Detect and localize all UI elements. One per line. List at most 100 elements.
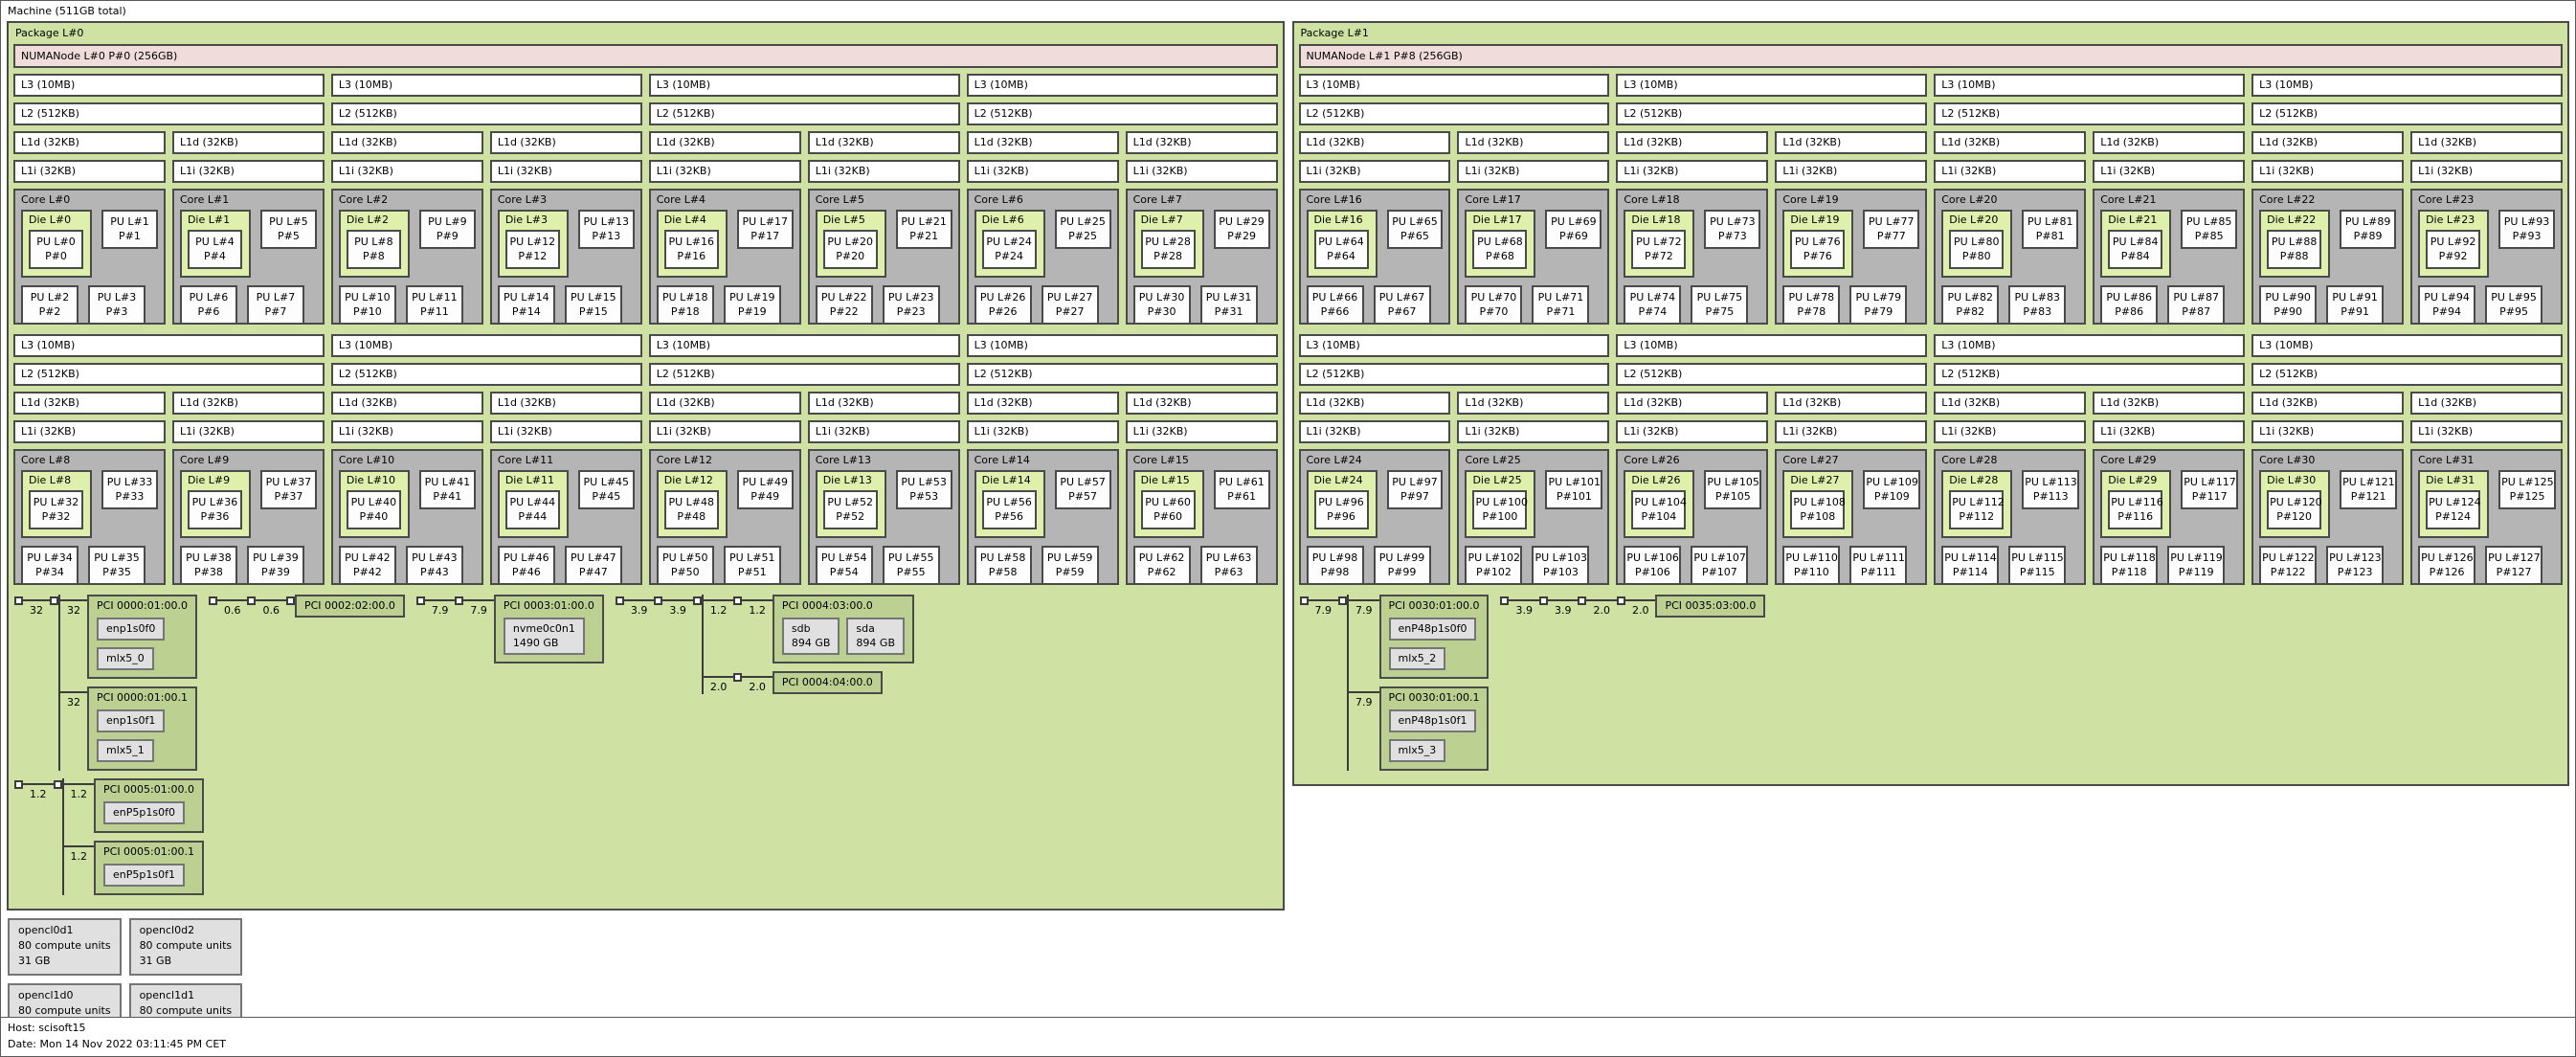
core-label: Core L#26	[1624, 454, 1680, 466]
pu-label: PU L#86	[2106, 291, 2152, 304]
pci-link-square	[247, 596, 257, 605]
pu-label: PU L#14	[504, 291, 549, 304]
pu-label: PU L#29	[1219, 215, 1265, 228]
pci-link-speed-label: 3.9	[623, 599, 655, 617]
pu-label: PU L#95	[2491, 291, 2537, 304]
cache-l1d: L1d (32KB)	[1616, 131, 1769, 154]
pu-label: P#89	[2353, 230, 2383, 242]
pu-label: PU L#116	[2111, 496, 2163, 508]
die-label: Die L#9	[187, 474, 231, 486]
pu-label: P#37	[274, 490, 303, 503]
pci-link-speed-label: 7.9	[1349, 691, 1379, 708]
core-label: Core L#19	[1782, 193, 1839, 206]
pu-label: P#85	[2194, 230, 2224, 242]
os-device-label: 894 GB	[791, 637, 831, 649]
pu-label: P#48	[677, 510, 706, 523]
cache-l3-row: L3 (10MB)L3 (10MB)L3 (10MB)L3 (10MB)	[13, 334, 1278, 357]
pu-label: P#92	[2438, 250, 2468, 262]
pu-label: PU L#55	[887, 551, 934, 564]
pu-label: PU L#25	[1060, 215, 1106, 228]
pu-label: PU L#117	[2184, 476, 2236, 488]
pu-label: P#116	[2117, 510, 2154, 523]
cache-l1d: L1d (32KB)	[330, 392, 483, 415]
pu-label: PU L#82	[1947, 291, 1994, 304]
pu-label: P#123	[2337, 566, 2373, 578]
cache-l2: L2 (512KB)	[1616, 102, 1928, 125]
cache-l1i: L1i (32KB)	[1125, 420, 1278, 443]
core-label: Core L#14	[974, 454, 1030, 466]
cache-l1i-row: L1i (32KB)L1i (32KB)L1i (32KB)L1i (32KB)…	[13, 420, 1278, 443]
cache-l1d: L1d (32KB)	[966, 392, 1119, 415]
pu-label: PU L#39	[253, 551, 299, 564]
os-device-label: mlx5_1	[106, 744, 145, 756]
opencl-name: opencl0d2	[139, 924, 195, 936]
pu-label: PU L#19	[728, 291, 775, 304]
cache-l1i: L1i (32KB)	[13, 160, 166, 183]
pu-label: P#20	[836, 250, 865, 262]
pu-label: P#120	[2276, 510, 2313, 523]
os-device-label: 1490 GB	[512, 637, 559, 649]
core-label: Core L#17	[1465, 193, 1521, 206]
core-label: Core L#0	[21, 193, 71, 206]
pu-label: PU L#89	[2344, 215, 2391, 228]
die-label: Die L#0	[29, 214, 72, 226]
cache-l1i: L1i (32KB)	[2251, 420, 2405, 443]
cache-l2-row: L2 (512KB)L2 (512KB)L2 (512KB)L2 (512KB)	[1298, 102, 2563, 125]
pu-label: PU L#85	[2185, 215, 2232, 228]
pu-label: PU L#3	[97, 291, 137, 304]
pu-label: P#117	[2191, 490, 2228, 503]
cache-l3-row: L3 (10MB)L3 (10MB)L3 (10MB)L3 (10MB)	[1298, 74, 2563, 97]
cache-l1d: L1d (32KB)	[2093, 131, 2246, 154]
pci-link-speed-label: 0.6	[216, 599, 248, 617]
pci-link-square	[14, 780, 23, 789]
pu-label: PU L#80	[1953, 236, 2000, 248]
os-device: enP5p1s0f1	[103, 864, 185, 887]
pu-label: PU L#91	[2332, 291, 2378, 304]
core-label: Core L#24	[1306, 454, 1362, 466]
cache-l3: L3 (10MB)	[330, 74, 642, 97]
os-device-label: mlx5_3	[1398, 744, 1437, 756]
os-device: enp1s0f1	[97, 709, 166, 732]
pu-label: PU L#16	[668, 236, 715, 248]
opencl-units: 80 compute units	[18, 1004, 111, 1017]
pu-label: P#54	[829, 566, 859, 578]
os-device-label: 894 GB	[856, 637, 895, 649]
package-label: Package L#0	[15, 27, 84, 39]
cache-l1i-row: L1i (32KB)L1i (32KB)L1i (32KB)L1i (32KB)…	[13, 160, 1278, 183]
pu-label: PU L#67	[1378, 291, 1425, 304]
pu-label: PU L#6	[189, 291, 229, 304]
core-label: Core L#23	[2418, 193, 2475, 206]
